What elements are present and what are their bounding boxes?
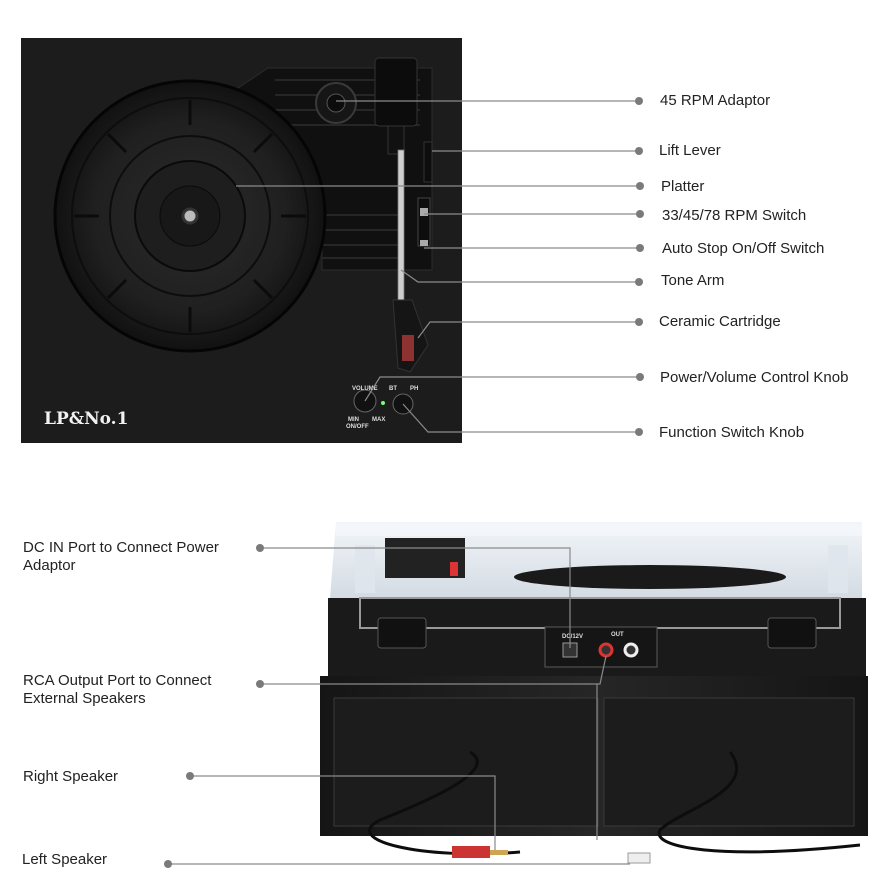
- label-platter: Platter: [661, 178, 705, 195]
- turntable-top-view: VOLUME MIN ON/OFF MAX BT PH LP&No.1: [21, 38, 462, 443]
- turntable-rear-view: DC/12V OUT: [320, 522, 868, 864]
- label-lift-lever: Lift Lever: [659, 142, 721, 159]
- out-marking: OUT: [611, 632, 624, 638]
- label-rca-output-port: RCA Output Port to Connect External Spea…: [23, 672, 212, 707]
- brand-logo: LP&No.1: [44, 409, 128, 429]
- label-left-speaker: Left Speaker: [22, 851, 108, 868]
- bt-marking: BT: [389, 386, 397, 392]
- label-auto-stop-switch: Auto Stop On/Off Switch: [662, 240, 825, 257]
- left-speaker-icon: [603, 697, 855, 827]
- label-dc-in-port: DC IN Port to Connect Power Adaptor: [23, 539, 219, 574]
- label-power-volume-knob: Power/Volume Control Knob: [660, 369, 849, 386]
- max-marking: MAX: [372, 417, 385, 423]
- right-speaker-icon: [333, 697, 599, 827]
- label-45-rpm-adaptor: 45 RPM Adaptor: [660, 92, 771, 109]
- volume-marking: VOLUME: [352, 386, 378, 392]
- min-marking: MIN: [348, 417, 359, 423]
- tone-arm-icon: [374, 57, 429, 373]
- label-function-switch-knob: Function Switch Knob: [659, 424, 805, 441]
- dc-marking: DC/12V: [562, 634, 583, 640]
- label-rpm-switch: 33/45/78 RPM Switch: [662, 207, 807, 224]
- rca-red-port-icon: [598, 642, 614, 658]
- label-tone-arm: Tone Arm: [661, 272, 725, 289]
- callout-lines: [164, 97, 644, 868]
- onoff-marking: ON/OFF: [346, 424, 369, 430]
- label-right-speaker: Right Speaker: [23, 768, 119, 785]
- ph-marking: PH: [410, 386, 418, 392]
- label-ceramic-cartridge: Ceramic Cartridge: [659, 313, 781, 330]
- rca-white-port-icon: [623, 642, 639, 658]
